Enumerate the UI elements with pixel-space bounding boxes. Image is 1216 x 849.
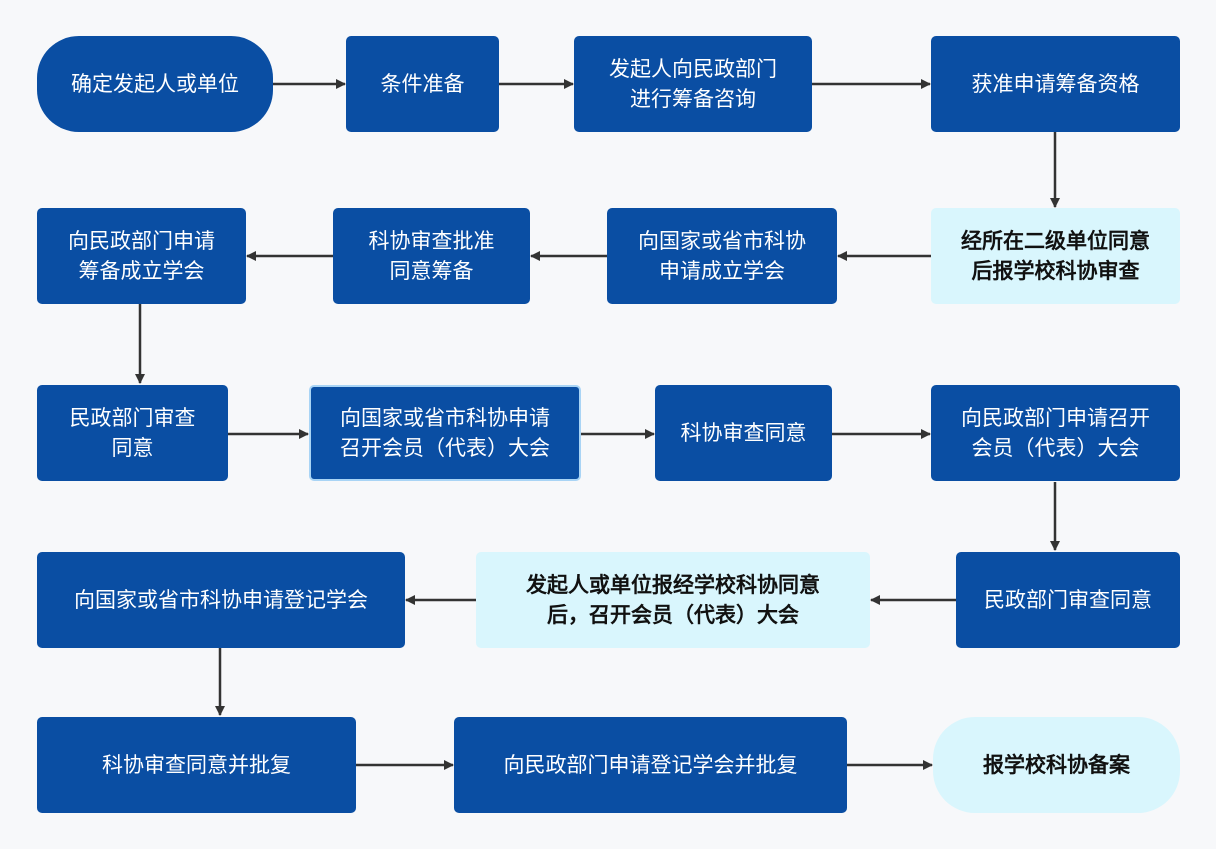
- step-apply-members-congress: 向国家或省市科协申请 召开会员（代表）大会: [309, 385, 581, 481]
- step-label: 向国家或省市科协申请 召开会员（代表）大会: [340, 406, 550, 460]
- step-civil-affairs-review: 民政部门审查 同意: [37, 385, 228, 481]
- step-confirm-initiator: 确定发起人或单位: [37, 36, 273, 132]
- step-label: 向民政部门申请 筹备成立学会: [68, 229, 215, 283]
- step-label: 科协审查同意并批复: [102, 753, 291, 777]
- step-label: 民政部门审查同意: [984, 588, 1152, 612]
- step-hold-members-congress: 发起人或单位报经学校科协同意 后，召开会员（代表）大会: [476, 552, 870, 648]
- step-label: 向民政部门申请召开 会员（代表）大会: [961, 406, 1150, 460]
- step-label: 获准申请筹备资格: [971, 72, 1140, 96]
- step-consult-civil-affairs: 发起人向民政部门 进行筹备咨询: [574, 36, 812, 132]
- step-label: 发起人向民政部门 进行筹备咨询: [609, 57, 777, 111]
- step-label: 向国家或省市科协申请登记学会: [74, 588, 368, 612]
- step-prepare-conditions: 条件准备: [346, 36, 499, 132]
- step-apply-registration-association: 向国家或省市科协申请登记学会: [37, 552, 405, 648]
- step-label: 民政部门审查 同意: [69, 406, 196, 460]
- step-label: 科协审查批准 同意筹备: [368, 229, 495, 283]
- step-apply-preparation-civil-affairs: 向民政部门申请 筹备成立学会: [37, 208, 246, 304]
- step-apply-congress-civil-affairs: 向民政部门申请召开 会员（代表）大会: [931, 385, 1180, 481]
- step-label: 报学校科协备案: [983, 753, 1130, 777]
- step-file-with-school-association: 报学校科协备案: [933, 717, 1180, 813]
- step-label: 向国家或省市科协 申请成立学会: [638, 229, 806, 283]
- step-label: 科协审查同意: [680, 421, 807, 445]
- step-label: 确定发起人或单位: [71, 72, 239, 96]
- step-obtain-preparation-qualification: 获准申请筹备资格: [931, 36, 1180, 132]
- step-label: 向民政部门申请登记学会并批复: [503, 753, 798, 777]
- step-label: 经所在二级单位同意 后报学校科协审查: [961, 229, 1150, 283]
- step-secondary-unit-approval: 经所在二级单位同意 后报学校科协审查: [931, 208, 1180, 304]
- step-label: 条件准备: [380, 72, 465, 96]
- step-apply-registration-civil-affairs: 向民政部门申请登记学会并批复: [454, 717, 847, 813]
- step-label: 发起人或单位报经学校科协同意 后，召开会员（代表）大会: [526, 573, 820, 627]
- step-association-review-agree: 科协审查同意: [655, 385, 832, 481]
- step-association-approves-preparation: 科协审查批准 同意筹备: [333, 208, 530, 304]
- step-association-approve-reply: 科协审查同意并批复: [37, 717, 356, 813]
- step-apply-association-establishment: 向国家或省市科协 申请成立学会: [607, 208, 837, 304]
- step-civil-affairs-agree: 民政部门审查同意: [956, 552, 1180, 648]
